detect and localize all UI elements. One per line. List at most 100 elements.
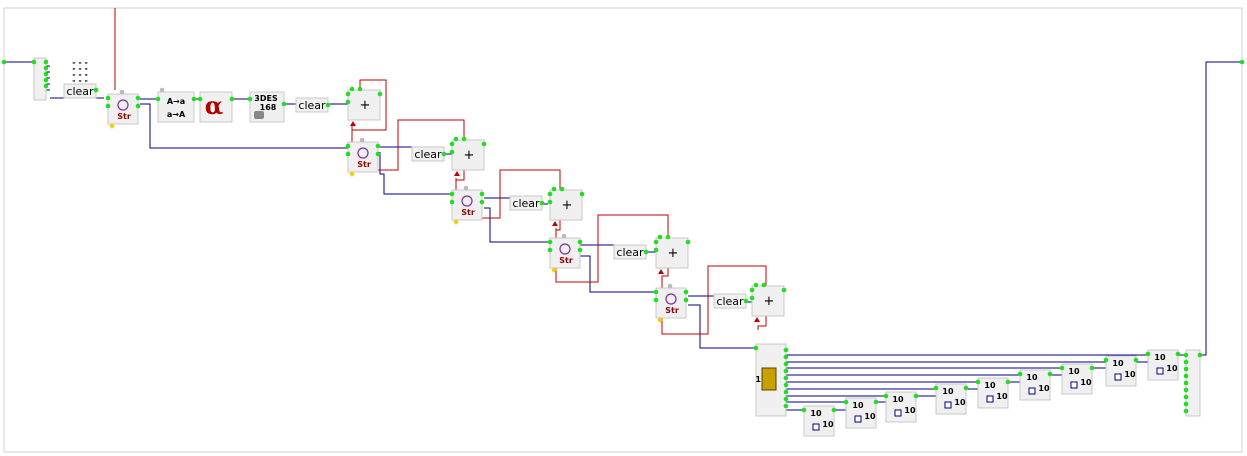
clear-block[interactable]: clear bbox=[613, 244, 647, 260]
port[interactable] bbox=[547, 199, 553, 205]
port[interactable] bbox=[831, 407, 837, 413]
port[interactable] bbox=[577, 239, 583, 245]
port[interactable] bbox=[783, 375, 789, 381]
port[interactable] bbox=[135, 103, 141, 109]
clear-block[interactable]: clear bbox=[713, 293, 747, 309]
port[interactable] bbox=[479, 199, 485, 205]
port[interactable] bbox=[229, 96, 235, 102]
port[interactable] bbox=[1, 59, 7, 65]
port[interactable] bbox=[1183, 359, 1189, 365]
port[interactable] bbox=[441, 151, 447, 157]
port[interactable] bbox=[357, 86, 363, 92]
port[interactable] bbox=[1175, 351, 1181, 357]
port[interactable] bbox=[159, 87, 165, 93]
str-block-1[interactable]: Str bbox=[107, 93, 139, 129]
port[interactable] bbox=[665, 234, 671, 240]
port[interactable] bbox=[1183, 387, 1189, 393]
port[interactable] bbox=[653, 239, 659, 245]
clear-block[interactable]: clear bbox=[411, 146, 445, 162]
port[interactable] bbox=[547, 247, 553, 253]
build-array-block[interactable]: 1 bbox=[755, 343, 787, 417]
port[interactable] bbox=[579, 191, 585, 197]
port[interactable] bbox=[191, 96, 197, 102]
port[interactable] bbox=[1017, 371, 1023, 377]
port[interactable] bbox=[481, 141, 487, 147]
port[interactable] bbox=[783, 361, 789, 367]
port[interactable] bbox=[753, 282, 759, 288]
port[interactable] bbox=[135, 95, 141, 101]
port[interactable] bbox=[375, 151, 381, 157]
port[interactable] bbox=[345, 91, 351, 97]
str-block-5[interactable]: Str bbox=[655, 287, 687, 323]
port[interactable] bbox=[43, 65, 49, 71]
str-block-2[interactable]: Str bbox=[347, 141, 379, 177]
port[interactable] bbox=[449, 199, 455, 205]
port[interactable] bbox=[1133, 357, 1139, 363]
port[interactable] bbox=[43, 71, 49, 77]
port[interactable] bbox=[643, 249, 649, 255]
port[interactable] bbox=[783, 382, 789, 388]
port[interactable] bbox=[873, 399, 879, 405]
port[interactable] bbox=[653, 247, 659, 253]
port[interactable] bbox=[933, 385, 939, 391]
port[interactable] bbox=[749, 287, 755, 293]
port[interactable] bbox=[783, 403, 789, 409]
port[interactable] bbox=[1089, 365, 1095, 371]
port[interactable] bbox=[479, 191, 485, 197]
port[interactable] bbox=[345, 143, 351, 149]
port[interactable] bbox=[43, 83, 49, 89]
str-block-3[interactable]: Str bbox=[451, 189, 483, 225]
port[interactable] bbox=[461, 136, 467, 142]
port[interactable] bbox=[375, 143, 381, 149]
port[interactable] bbox=[781, 287, 787, 293]
port[interactable] bbox=[1145, 351, 1151, 357]
port[interactable] bbox=[783, 354, 789, 360]
plus-block-2[interactable]: + bbox=[451, 139, 485, 176]
plus-block-5[interactable]: + bbox=[751, 285, 785, 322]
port[interactable] bbox=[359, 137, 365, 143]
port[interactable] bbox=[1183, 408, 1189, 414]
port[interactable] bbox=[1005, 379, 1011, 385]
port[interactable] bbox=[783, 389, 789, 395]
port[interactable] bbox=[197, 96, 203, 102]
port[interactable] bbox=[561, 233, 567, 239]
port[interactable] bbox=[105, 103, 111, 109]
port[interactable] bbox=[539, 200, 545, 206]
port[interactable] bbox=[325, 102, 331, 108]
port[interactable] bbox=[1197, 352, 1203, 358]
port[interactable] bbox=[119, 89, 125, 95]
port[interactable] bbox=[1183, 373, 1189, 379]
port[interactable] bbox=[883, 393, 889, 399]
port[interactable] bbox=[559, 186, 565, 192]
port[interactable] bbox=[1183, 401, 1189, 407]
port[interactable] bbox=[975, 379, 981, 385]
port[interactable] bbox=[653, 297, 659, 303]
case-convert-block[interactable]: A→aa→A bbox=[157, 91, 195, 123]
plus-block-4[interactable]: + bbox=[655, 237, 689, 274]
str-block-4[interactable]: Str bbox=[549, 237, 581, 273]
port[interactable] bbox=[1103, 357, 1109, 363]
port[interactable] bbox=[377, 91, 383, 97]
port[interactable] bbox=[913, 393, 919, 399]
port[interactable] bbox=[743, 298, 749, 304]
port[interactable] bbox=[667, 283, 673, 289]
port[interactable] bbox=[653, 289, 659, 295]
port[interactable] bbox=[963, 385, 969, 391]
port[interactable] bbox=[1059, 365, 1065, 371]
port[interactable] bbox=[247, 96, 253, 102]
port[interactable] bbox=[749, 295, 755, 301]
port[interactable] bbox=[683, 289, 689, 295]
port[interactable] bbox=[453, 136, 459, 142]
plus-block-3[interactable]: + bbox=[549, 189, 583, 226]
clear-block[interactable]: clear bbox=[295, 97, 329, 113]
port[interactable] bbox=[551, 186, 557, 192]
